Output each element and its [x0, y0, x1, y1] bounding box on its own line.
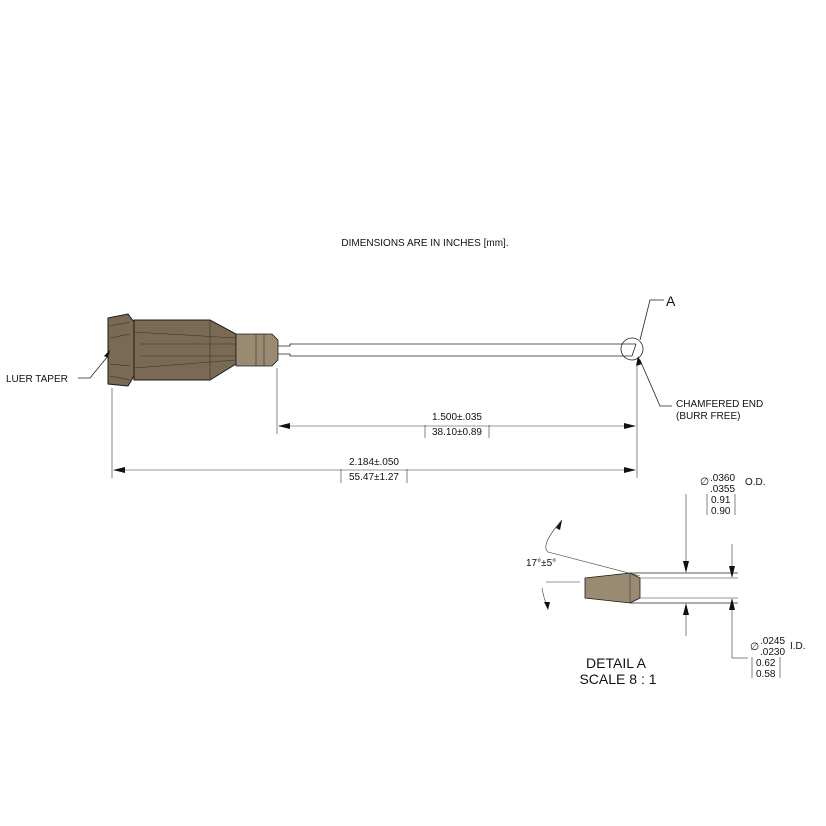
hub-body	[133, 319, 237, 381]
od-upper: .0360	[710, 473, 735, 484]
chamfered-end-label: CHAMFERED END	[676, 399, 763, 410]
id-label: I.D.	[790, 641, 806, 652]
id-dimension: ∅ .0245 .0230 I.D. 0.62 0.58	[729, 544, 806, 680]
tube-length-mm: 38.10±0.89	[432, 427, 482, 438]
cannula-tube	[278, 343, 636, 357]
od-dimension: ∅ .0360 .0355 O.D. 0.91 0.90	[683, 473, 766, 636]
tube-length-dimension: 1.500±.035 38.10±0.89	[278, 412, 636, 438]
chamfered-tip	[631, 343, 637, 357]
ferrule	[235, 333, 279, 367]
detail-a-callout: A	[639, 293, 676, 341]
od-lower: .0355	[710, 484, 735, 495]
od-mm-lower: 0.90	[711, 506, 731, 517]
id-upper: .0245	[760, 636, 785, 647]
luer-taper-label: LUER TAPER	[6, 374, 68, 385]
detail-scale: SCALE 8 : 1	[579, 671, 656, 687]
chamfered-end-callout: CHAMFERED END (BURR FREE)	[636, 356, 763, 422]
id-mm-lower: 0.58	[756, 669, 776, 680]
overall-length-dimension: 2.184±.050 55.47±1.27	[113, 457, 636, 483]
luer-flange	[107, 313, 135, 387]
detail-title: DETAIL A	[586, 655, 647, 671]
id-lower: .0230	[760, 647, 785, 658]
overall-length-mm: 55.47±1.27	[349, 472, 399, 483]
detail-ref-label: A	[666, 293, 676, 309]
dimensions-note: DIMENSIONS ARE IN INCHES [mm].	[341, 238, 508, 249]
id-mm-upper: 0.62	[756, 658, 776, 669]
od-label: O.D.	[745, 477, 766, 488]
detail-a-view: 17°±5°	[526, 519, 738, 610]
chamfered-bore	[584, 572, 641, 604]
burr-free-label: (BURR FREE)	[676, 411, 740, 422]
id-symbol: ∅	[750, 641, 759, 653]
overall-length-inch: 2.184±.050	[349, 457, 399, 468]
needle-side-view	[107, 313, 644, 387]
od-symbol: ∅	[700, 476, 709, 488]
od-mm-upper: 0.91	[711, 495, 731, 506]
detail-a-circle	[620, 337, 644, 361]
chamfer-angle: 17°±5°	[526, 558, 556, 569]
luer-taper-callout: LUER TAPER	[6, 350, 110, 385]
tube-length-inch: 1.500±.035	[432, 412, 482, 423]
